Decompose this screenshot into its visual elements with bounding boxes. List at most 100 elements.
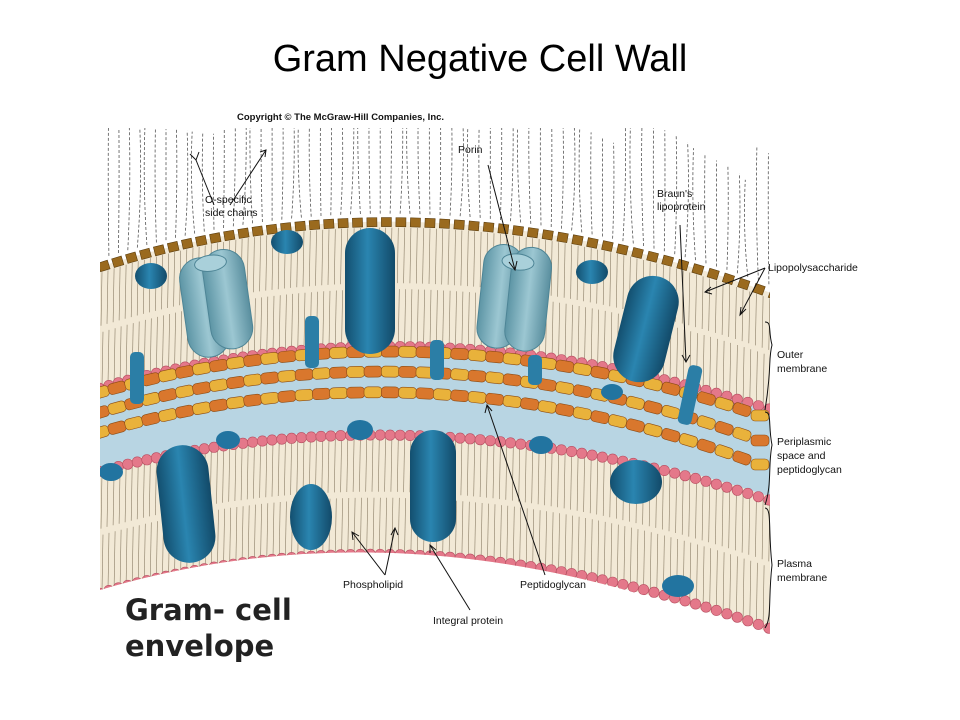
lps-core-block (153, 244, 166, 257)
phospholipid-head (335, 549, 347, 561)
lipid-tail (371, 436, 374, 492)
lipid-tail (95, 474, 96, 530)
lipid-tail (124, 264, 127, 319)
lipid-tail (538, 510, 541, 566)
lps-core-block (767, 288, 770, 302)
side-chain (704, 154, 707, 264)
lipid-tail (327, 437, 330, 493)
lipid-tail (410, 289, 413, 345)
lps-core-block (691, 263, 705, 276)
slide-caption: Gram- cell envelope (125, 592, 292, 664)
lipid-tail (709, 336, 711, 390)
lps-core-block (294, 220, 306, 232)
lps-core-block (556, 231, 569, 244)
lipid-tail (721, 282, 724, 335)
lipid-tail (479, 441, 482, 498)
lipid-tail (564, 303, 567, 359)
lipid-tail (761, 296, 764, 348)
side-chain (368, 128, 371, 214)
lipid-tail (277, 441, 280, 497)
lipid-tail (755, 498, 757, 557)
lipid-tail (155, 459, 157, 516)
side-chain (154, 128, 157, 243)
glycan-unit (277, 350, 297, 363)
phospholipid-head (566, 568, 578, 580)
lipid-tail (150, 318, 152, 373)
glycan-unit (243, 354, 263, 367)
glycan-unit (363, 386, 383, 399)
phospholipid-head (85, 469, 95, 479)
lps-core-block (453, 219, 465, 230)
lipid-tail (467, 440, 469, 496)
phospholipid-head (315, 430, 327, 442)
lipid-tail (557, 242, 559, 297)
glycan-unit (380, 386, 400, 399)
phospholipid-head (295, 551, 307, 563)
lipid-tail (334, 229, 336, 285)
lipid-tail (761, 500, 764, 560)
side-chain (641, 128, 644, 247)
lipid-tail (384, 436, 386, 492)
lipid-tail (309, 230, 311, 287)
lipid-tail (755, 293, 757, 346)
lipid-tail (447, 229, 450, 285)
phospholipid-head (414, 549, 426, 561)
glycan-unit (467, 391, 487, 404)
glycan-unit (714, 396, 734, 412)
lipid-tail (89, 276, 90, 330)
lipid-tail (768, 502, 770, 562)
lps-core-block (737, 277, 751, 291)
glycan-unit (502, 373, 522, 387)
lipid-tail (596, 458, 598, 515)
lps-core-block (706, 267, 720, 281)
phospholipid-head (752, 400, 764, 412)
phospholipid-head (555, 566, 567, 578)
side-chain (674, 136, 678, 255)
lps-core-block (166, 241, 180, 253)
side-chain (500, 128, 503, 221)
lps-core-block (631, 247, 644, 259)
side-chain (550, 128, 553, 228)
phospholipid-head (394, 549, 406, 561)
phospholipid-head (785, 411, 795, 421)
lipid-tail (260, 503, 262, 559)
lipid-tail (696, 544, 698, 603)
o-specific-side-chains (107, 128, 770, 285)
phospholipid-head (286, 552, 298, 564)
phospholipid-head (710, 478, 722, 490)
o-specific-label-line1: O-specific (205, 194, 252, 206)
glycan-unit (260, 371, 280, 385)
lipid-tail (616, 253, 618, 308)
lipid-tail (442, 290, 444, 346)
lps-core-block (571, 234, 584, 246)
lipid-tail (531, 447, 533, 504)
lps-core-block (84, 265, 96, 277)
lipid-tail (113, 531, 116, 588)
lipid-tail (409, 227, 412, 284)
lipid-tail (119, 529, 122, 586)
lipid-tail (695, 480, 697, 539)
lipid-tail (272, 295, 275, 352)
phospholipid-head (305, 550, 317, 562)
lipid-tail (762, 565, 765, 625)
lipid-tail (428, 228, 431, 284)
lipid-tail (335, 498, 337, 554)
phospholipid-head (525, 561, 537, 573)
lps-core-block (323, 218, 335, 230)
phospholipid-head (638, 584, 650, 596)
glycan-unit (714, 420, 734, 436)
side-chain (539, 128, 542, 226)
lps-core-block (125, 251, 138, 264)
lipid-tail (558, 302, 560, 358)
phospholipid-head (484, 435, 496, 447)
lipid-tail (340, 228, 342, 285)
phospholipid-head (454, 552, 466, 564)
lipid-tail (474, 292, 476, 348)
lipid-tail (590, 519, 593, 576)
phospholipid-head (170, 568, 182, 580)
lipid-tail (728, 284, 730, 337)
lipid-tail (235, 506, 238, 562)
glycan-unit (346, 386, 366, 399)
phospholipid-head (276, 552, 288, 564)
